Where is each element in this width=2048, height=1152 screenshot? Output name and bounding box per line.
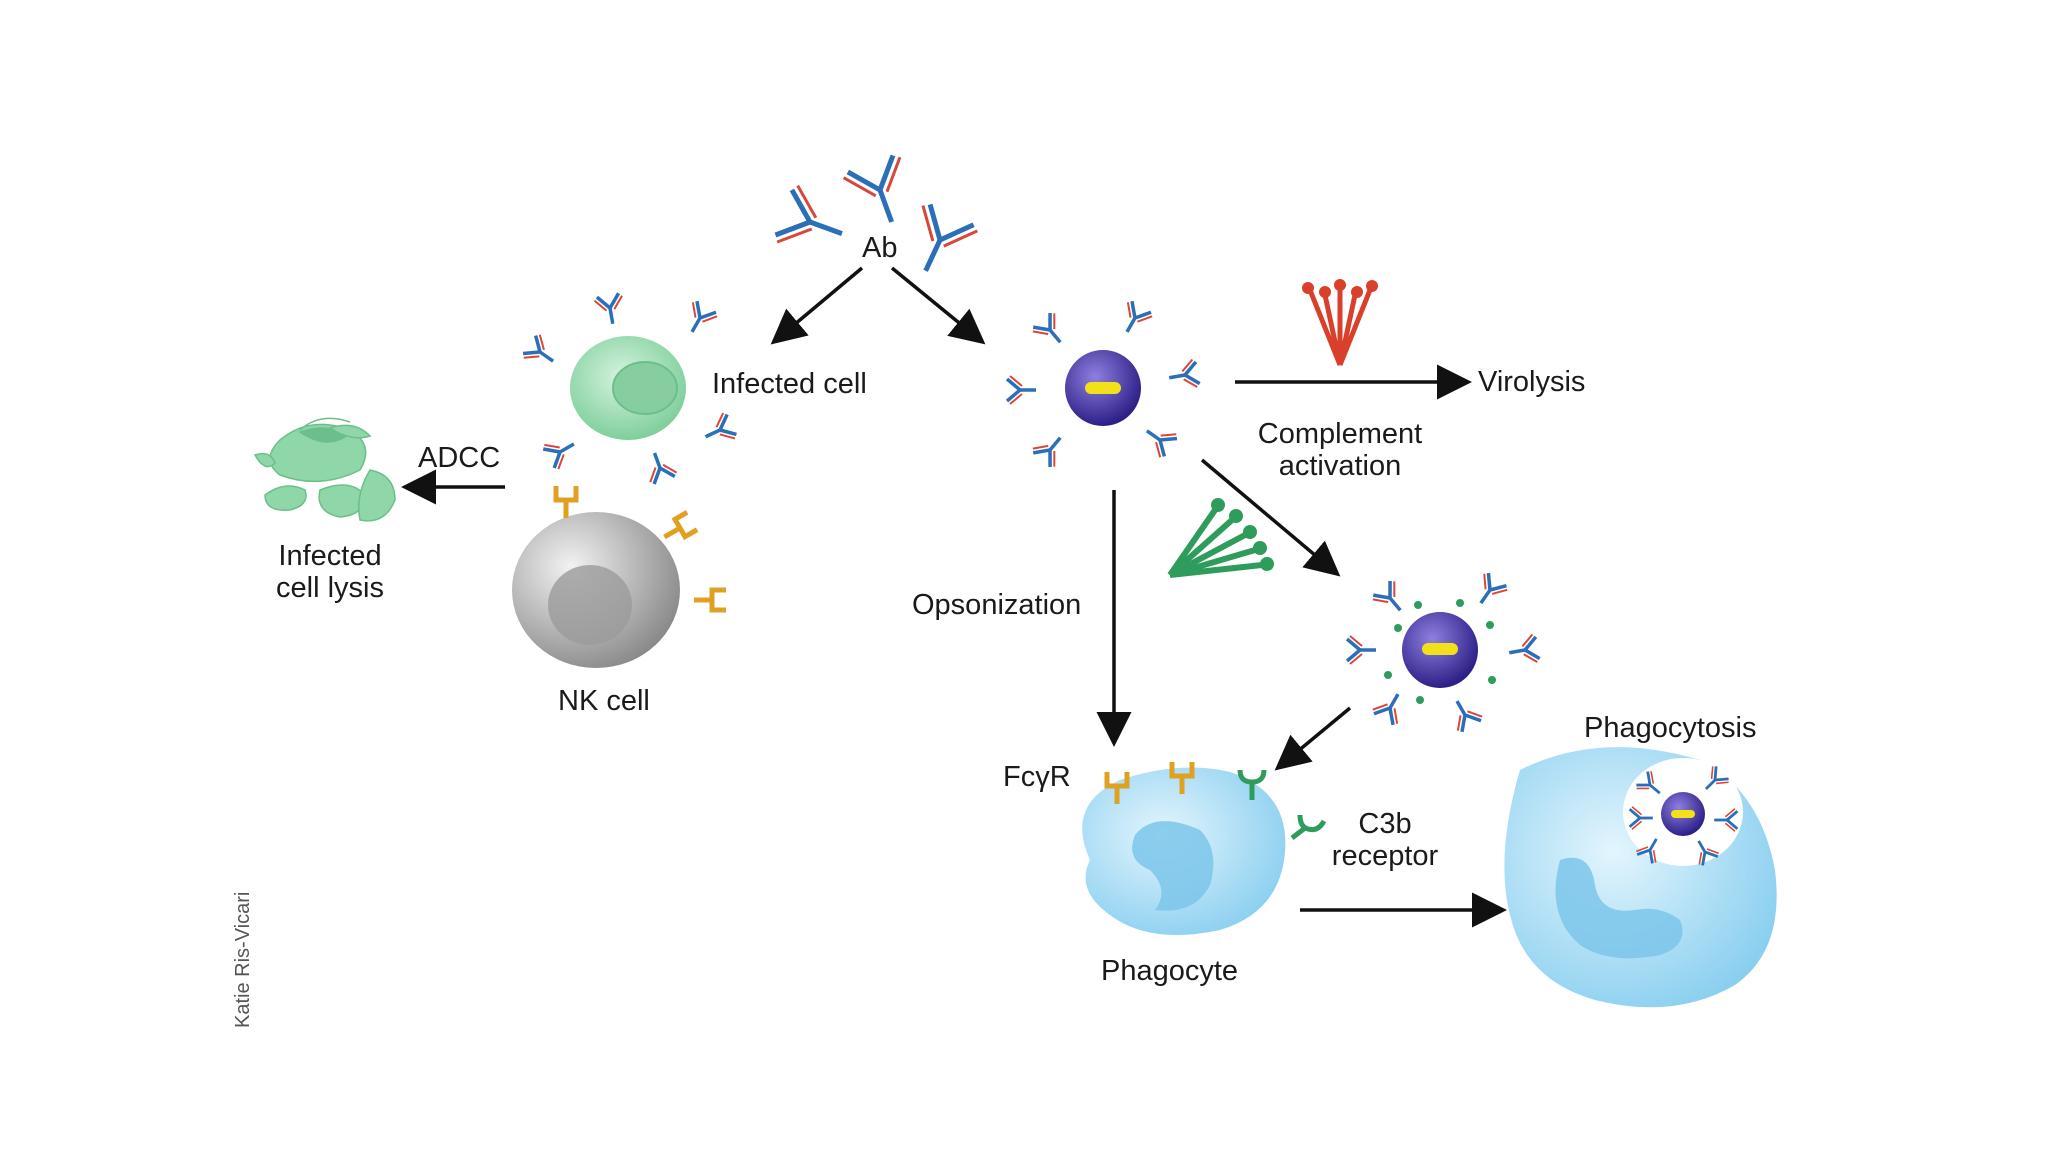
label-complement-line2: activation: [1278, 450, 1402, 482]
label-complement-activation: Complement activation: [1240, 418, 1440, 482]
complement-coated-virus: [1345, 569, 1542, 736]
label-phagocyte: Phagocyte: [1101, 955, 1239, 987]
label-nk-cell: NK cell: [558, 685, 650, 717]
label-adcc: ADCC: [418, 442, 501, 474]
nk-cell: [512, 486, 726, 668]
label-infected-cell: Infected cell: [712, 368, 867, 400]
arrow-to-c3b-receptor: [1274, 706, 1352, 771]
label-phagocytosis: Phagocytosis: [1584, 712, 1757, 744]
label-c3b-receptor: C3b receptor: [1320, 808, 1450, 872]
label-infected-cell-lysis: Infected cell lysis: [250, 540, 410, 604]
label-c3b-line2: receptor: [1331, 840, 1439, 872]
arrow-complement-coating: [1200, 458, 1341, 577]
label-opsonization: Opsonization: [912, 589, 1082, 621]
arrow-ab-to-virus: [890, 266, 986, 345]
complement-complex-green: [1167, 498, 1274, 578]
opsonized-virus: [1005, 297, 1202, 471]
label-complement-line1: Complement: [1257, 418, 1423, 450]
label-c3b-line1: C3b: [1358, 808, 1412, 840]
label-virolysis: Virolysis: [1478, 366, 1586, 398]
artist-credit: Katie Ris-Vicari: [232, 891, 254, 1028]
label-infected-cell-lysis-line1: Infected: [278, 540, 382, 572]
lysed-cell-fragments: [253, 417, 396, 522]
label-fcgr: FcγR: [1003, 761, 1071, 793]
phagocytosis-cell: [1504, 747, 1777, 1008]
complement-complex-red: [1302, 279, 1378, 366]
arrow-ab-to-infected: [770, 266, 864, 345]
phagocyte: [1082, 762, 1327, 935]
label-ab: Ab: [862, 232, 898, 264]
infected-cell: [519, 291, 740, 487]
label-infected-cell-lysis-line2: cell lysis: [276, 572, 384, 604]
